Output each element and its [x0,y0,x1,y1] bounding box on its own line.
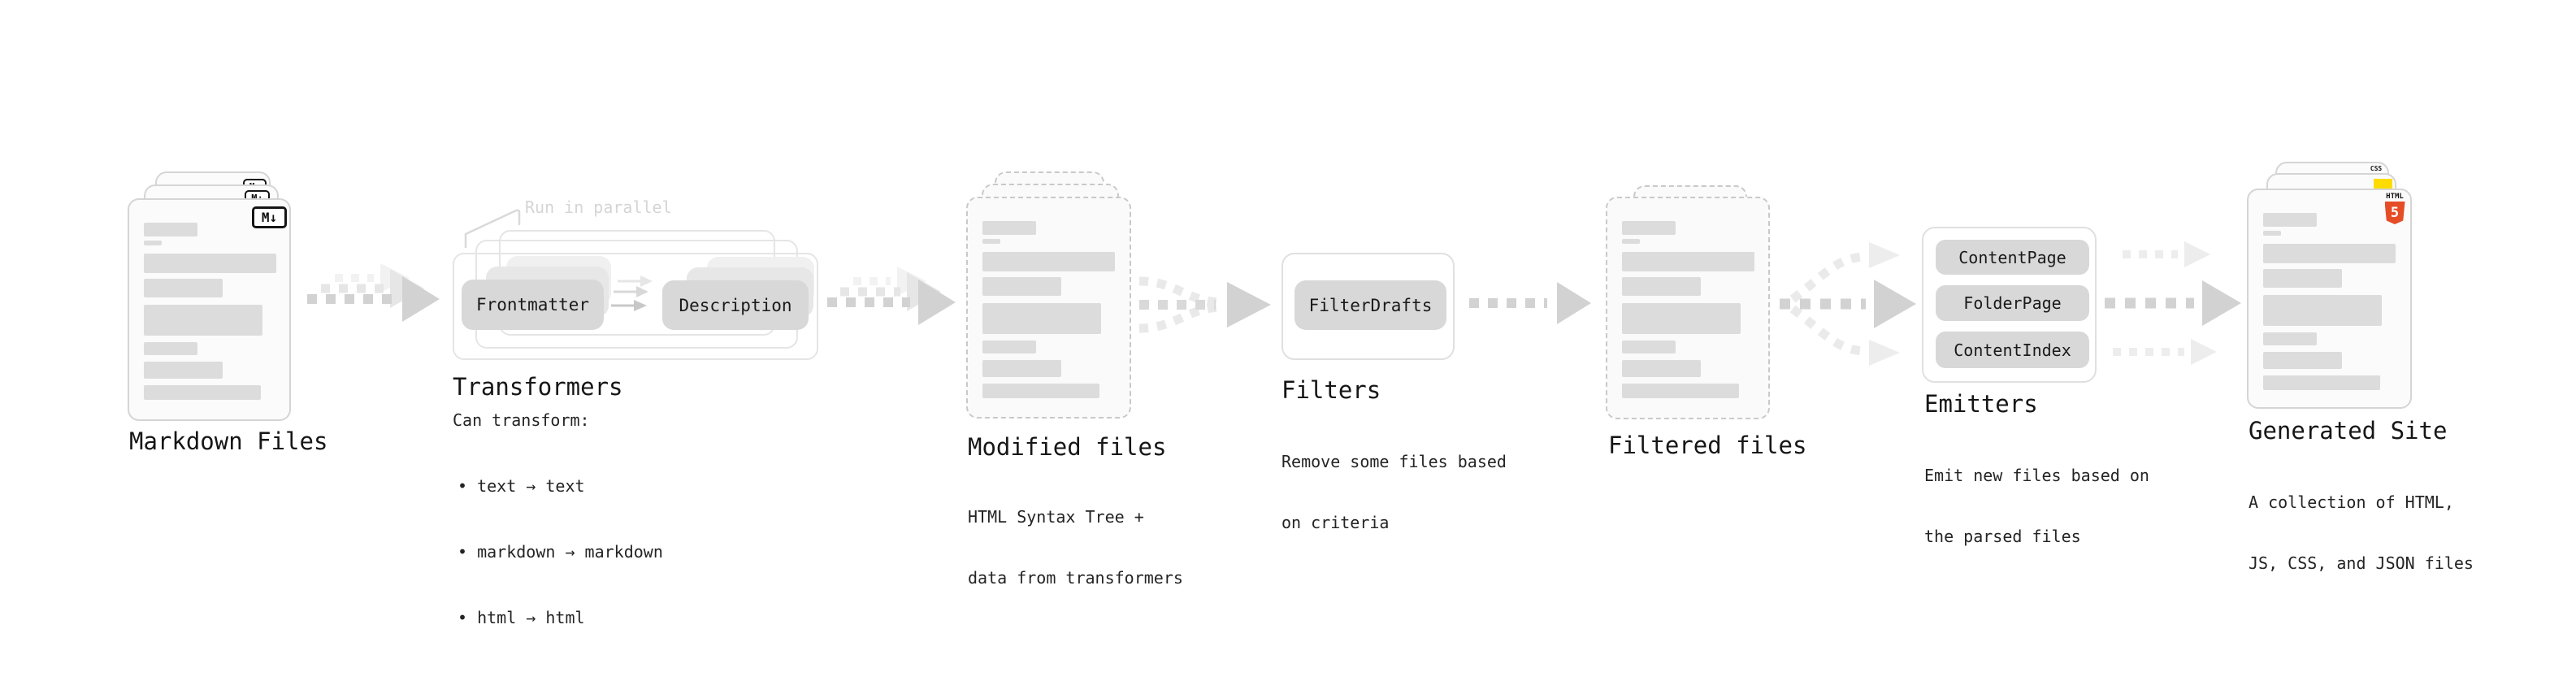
filtered-files-label: Filtered files [1608,432,1807,459]
file-content-skeleton [982,221,1115,398]
filterdrafts-pill: FilterDrafts [1295,280,1446,330]
skeleton-line [144,362,223,379]
file-content-skeleton [1622,221,1754,398]
markdown-files-label: Markdown Files [129,427,328,455]
skeleton-line [982,360,1061,377]
skeleton-line [1622,303,1741,334]
skeleton-line [982,239,1000,244]
transformers-bullet-list: • text → text • markdown → markdown • ht… [458,432,663,673]
description-pill: Description [662,280,809,330]
html5-number: 5 [2390,205,2400,221]
folderpage-pill: FolderPage [1936,285,2089,321]
html5-shield: 5 [2384,202,2405,224]
run-in-parallel-note: Run in parallel [525,197,672,217]
skeleton-line [2263,269,2342,288]
transformer-pill-arrows [611,275,653,311]
skeleton-line [2263,375,2380,390]
markdown-icon: M↓ [252,206,287,228]
file-content-skeleton [2263,213,2396,390]
skeleton-line [2263,332,2317,345]
skeleton-line [982,221,1036,235]
skeleton-line [2263,244,2396,263]
skeleton-line [144,223,197,236]
subtitle-line: on criteria [1281,513,1390,532]
skeleton-line [982,252,1115,271]
bullet-item: • text → text [458,476,585,496]
skeleton-line [2263,295,2382,326]
arrow-modified-to-filters [1138,276,1271,333]
skeleton-line [1622,277,1701,296]
skeleton-line [982,384,1099,398]
subtitle-line: Emit new files based on [1924,466,2149,485]
subtitle-line: A collection of HTML, [2249,492,2454,512]
html5-badge-icon: HTML 5 [2383,193,2406,224]
filters-subtitle: Remove some files based on criteria [1281,411,1507,574]
subtitle-line: HTML Syntax Tree + [968,507,1144,527]
skeleton-line [144,241,162,245]
modified-files-label: Modified files [968,433,1167,461]
skeleton-line [1622,360,1701,377]
emitters-card: ContentPage FolderPage ContentIndex [1922,227,2097,383]
run-in-parallel-connector [464,209,521,249]
skeleton-line [982,277,1061,296]
filters-title: Filters [1281,376,1381,404]
skeleton-line [144,385,261,400]
arrow-transformers-to-modified [827,267,956,325]
generated-site-subtitle: A collection of HTML, JS, CSS, and JSON … [2249,452,2474,614]
skeleton-line [144,279,223,297]
transformers-subtitle: Can transform: [453,410,590,430]
css-badge-label: CSS [2370,165,2383,172]
subtitle-line: Remove some files based [1281,452,1507,471]
skeleton-line [144,342,197,355]
transformers-title: Transformers [453,373,623,401]
arrow-filtered-to-emitters [1780,242,1916,366]
generated-file-card-front: HTML 5 [2247,189,2412,409]
contentindex-pill: ContentIndex [1936,332,2089,368]
skeleton-line [982,303,1101,334]
transformer-card-front [453,253,818,360]
filters-card: FilterDrafts [1281,253,1455,360]
skeleton-line [1622,221,1676,235]
file-content-skeleton [144,223,276,400]
skeleton-line [1622,384,1739,398]
modified-files-subtitle: HTML Syntax Tree + data from transformer… [968,466,1183,629]
skeleton-line [2263,213,2317,227]
html5-badge-label: HTML [2386,193,2404,201]
markdown-file-card-front: M↓ [128,198,291,421]
emitters-subtitle: Emit new files based on the parsed files [1924,425,2149,588]
filtered-file-card-front [1606,197,1770,419]
arrow-filters-to-filtered [1469,282,1591,324]
skeleton-line [144,305,262,336]
subtitle-line: data from transformers [968,568,1183,588]
subtitle-line: JS, CSS, and JSON files [2249,553,2474,573]
skeleton-line [2263,231,2281,236]
generated-site-label: Generated Site [2249,417,2448,445]
skeleton-line [2263,352,2342,369]
contentpage-pill: ContentPage [1936,240,2089,275]
bullet-item: • html → html [458,608,585,627]
arrow-emitters-to-generated [2105,241,2241,365]
skeleton-line [1622,239,1640,244]
bullet-item: • markdown → markdown [458,542,663,562]
frontmatter-pill: Frontmatter [462,280,604,330]
skeleton-line [1622,252,1754,271]
modified-file-card-front [966,197,1131,419]
arrow-markdown-to-transformers [307,263,440,322]
subtitle-line: the parsed files [1924,527,2081,546]
skeleton-line [144,254,276,273]
emitters-title: Emitters [1924,390,2038,418]
skeleton-line [1622,340,1676,354]
skeleton-line [982,340,1036,354]
